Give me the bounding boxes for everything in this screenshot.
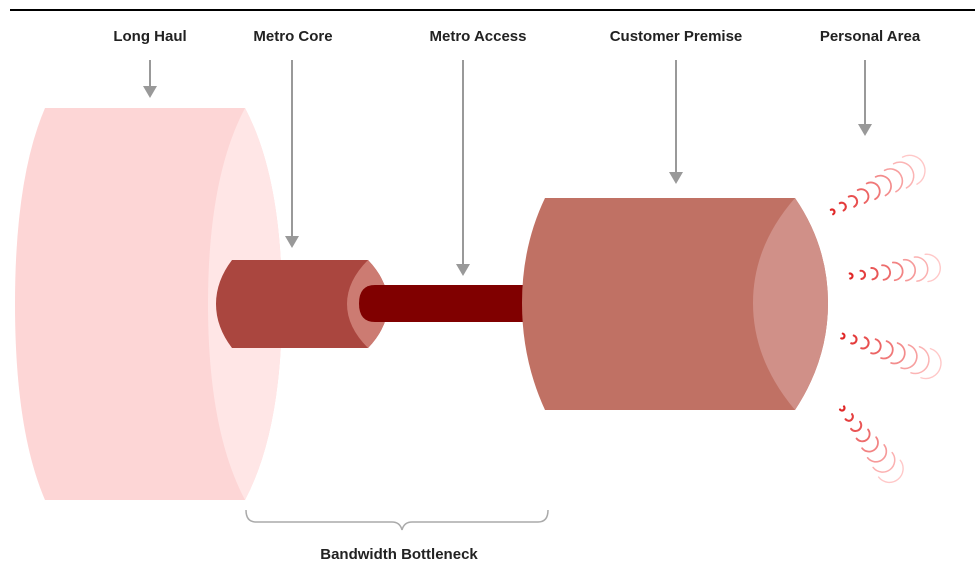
label-personal-area: Personal Area bbox=[819, 28, 921, 45]
signal-arc bbox=[856, 188, 870, 204]
signal-burst-middle bbox=[848, 253, 941, 283]
label-metro-access: Metro Access bbox=[429, 28, 527, 45]
signal-arc bbox=[880, 340, 894, 360]
bandwidth-bottleneck-brace bbox=[245, 509, 549, 531]
customer-premise-end-face bbox=[753, 198, 828, 410]
signal-arc bbox=[855, 428, 871, 443]
signal-arc bbox=[848, 272, 854, 280]
signal-arc bbox=[892, 161, 915, 189]
signal-arc bbox=[920, 347, 942, 380]
signal-arc bbox=[840, 332, 846, 340]
signal-arc bbox=[900, 344, 918, 370]
signal-arc bbox=[866, 444, 888, 463]
label-customer-premise: Customer Premise bbox=[609, 28, 743, 45]
signal-arc bbox=[838, 201, 847, 212]
signal-arc bbox=[901, 154, 926, 185]
arrow-customer-premise bbox=[669, 60, 683, 184]
metro-core-body bbox=[216, 260, 388, 348]
signal-arc bbox=[872, 451, 896, 473]
signal-arc bbox=[891, 261, 904, 282]
signal-arc bbox=[910, 346, 930, 375]
arrow-metro-access bbox=[456, 60, 470, 276]
signal-arc bbox=[850, 334, 858, 345]
signal-arc bbox=[829, 208, 836, 216]
signal-arc bbox=[860, 336, 870, 350]
arrow-long-haul bbox=[143, 60, 157, 98]
signal-arc bbox=[838, 405, 846, 412]
signal-arc bbox=[883, 168, 904, 193]
signal-arc bbox=[870, 267, 879, 281]
customer-premise-body bbox=[522, 198, 828, 410]
signal-arc bbox=[859, 269, 867, 280]
signal-arc bbox=[870, 338, 882, 355]
signal-arc bbox=[865, 181, 881, 201]
metro-access-pipe bbox=[359, 285, 528, 322]
arrow-metro-core bbox=[285, 60, 299, 248]
signal-arc bbox=[924, 253, 941, 283]
signal-arc bbox=[881, 264, 892, 281]
long-haul-cylinder bbox=[15, 108, 282, 500]
signal-arc bbox=[877, 459, 904, 484]
label-long-haul: Long Haul bbox=[113, 28, 187, 45]
signal-burst-lower bbox=[840, 332, 942, 380]
label-metro-core: Metro Core bbox=[253, 28, 333, 45]
signal-arc bbox=[847, 195, 859, 208]
signal-arc bbox=[861, 436, 879, 453]
personal-area-wireless-signals bbox=[829, 154, 942, 484]
signal-burst-bottom bbox=[838, 405, 904, 484]
customer-premise-cylinder bbox=[522, 198, 828, 410]
arrow-personal-area bbox=[858, 60, 872, 136]
signal-arc bbox=[890, 342, 906, 365]
signal-arc bbox=[844, 413, 854, 422]
label-bandwidth-bottleneck: Bandwidth Bottleneck bbox=[320, 546, 478, 563]
signal-arc bbox=[850, 420, 863, 433]
signal-arc bbox=[902, 258, 917, 282]
signal-burst-upper bbox=[829, 154, 926, 216]
signal-arc bbox=[874, 174, 892, 197]
signal-arc bbox=[913, 256, 929, 282]
